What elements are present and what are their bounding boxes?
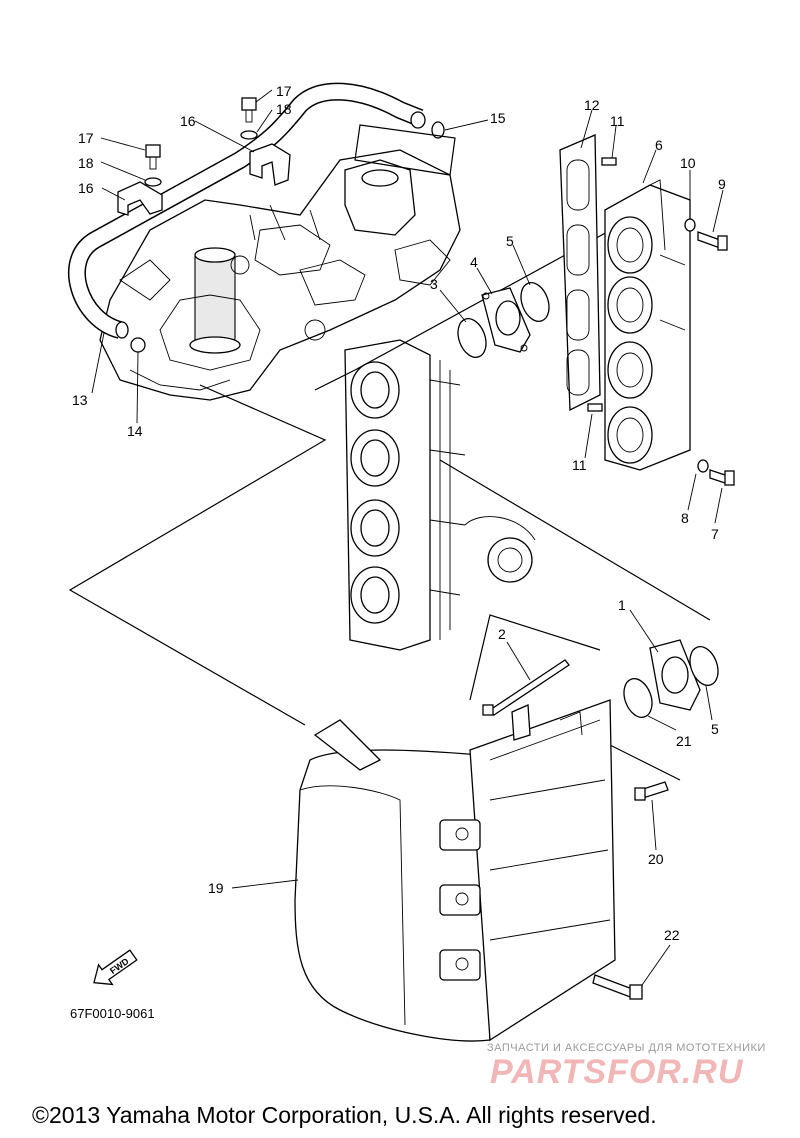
bolt-17-right bbox=[241, 97, 257, 123]
callout-5-bottom: 5 bbox=[711, 721, 719, 737]
o-ring-21 bbox=[623, 678, 653, 718]
intake-silencer-19 bbox=[294, 699, 616, 1042]
o-ring-5-top bbox=[520, 282, 550, 322]
callout-7: 7 bbox=[711, 526, 719, 542]
callout-11-bottom: 11 bbox=[572, 457, 587, 473]
carburetor-assembly bbox=[344, 339, 536, 651]
callout-2: 2 bbox=[498, 626, 506, 642]
callout-labels: 1 2 3 4 5 5 6 7 8 9 10 11 11 12 13 14 15… bbox=[72, 83, 726, 943]
dowel-pin-11-bottom bbox=[587, 403, 603, 412]
callout-22: 22 bbox=[664, 927, 680, 943]
callout-6: 6 bbox=[655, 137, 663, 153]
washer-18-left bbox=[144, 177, 162, 187]
watermark-logo: PARTSFOR.RU bbox=[490, 1053, 744, 1091]
flange-1 bbox=[649, 639, 701, 711]
callout-4: 4 bbox=[470, 254, 478, 270]
dowel-pin-11-top bbox=[601, 157, 617, 166]
hose-clamp-left bbox=[117, 181, 163, 216]
callout-18-top: 18 bbox=[276, 101, 292, 117]
callout-18-left: 18 bbox=[78, 155, 94, 171]
bolt-22 bbox=[592, 974, 643, 1000]
callout-14: 14 bbox=[127, 423, 143, 439]
callout-10: 10 bbox=[680, 155, 696, 171]
washer-18-right bbox=[240, 130, 258, 140]
washer-8 bbox=[697, 459, 709, 473]
hose-clip-15 bbox=[431, 121, 445, 139]
callout-9: 9 bbox=[718, 176, 726, 192]
fwd-arrow: FWD bbox=[93, 949, 138, 986]
o-ring-3 bbox=[457, 318, 487, 358]
callout-16-left: 16 bbox=[78, 180, 94, 196]
callout-19: 19 bbox=[208, 880, 224, 896]
flange-4 bbox=[481, 287, 531, 353]
breather-hose bbox=[68, 82, 426, 339]
leader-lines bbox=[91, 89, 724, 986]
bolt-7 bbox=[709, 469, 735, 486]
callout-13: 13 bbox=[72, 392, 88, 408]
hose-clip-14 bbox=[130, 337, 146, 353]
bolt-20 bbox=[634, 781, 669, 801]
callout-3: 3 bbox=[430, 276, 438, 292]
box-15 bbox=[354, 124, 456, 176]
gasket-12 bbox=[559, 134, 601, 412]
callout-15: 15 bbox=[490, 110, 506, 126]
hose-clamp-right bbox=[249, 143, 291, 186]
callout-17-left: 17 bbox=[78, 130, 94, 146]
part-code: 67F0010-9061 bbox=[70, 1006, 155, 1021]
o-ring-5-bottom bbox=[689, 646, 719, 686]
bolt-9 bbox=[697, 231, 728, 251]
callout-21: 21 bbox=[676, 733, 692, 749]
callout-5-top: 5 bbox=[506, 233, 514, 249]
callout-12: 12 bbox=[584, 97, 600, 113]
washer-10 bbox=[684, 218, 696, 232]
callout-8: 8 bbox=[681, 510, 689, 526]
intake-manifold-6 bbox=[604, 179, 691, 471]
stud-bolt-2 bbox=[482, 659, 570, 716]
callout-16-top: 16 bbox=[180, 113, 196, 129]
watermark-tagline: ЗАПЧАСТИ И АКСЕССУАРЫ ДЛЯ МОТОТЕХНИКИ bbox=[487, 1042, 766, 1054]
callout-1: 1 bbox=[618, 597, 626, 613]
callout-11-top: 11 bbox=[610, 113, 625, 129]
bolt-17-left bbox=[145, 144, 161, 170]
engine-block bbox=[99, 149, 461, 401]
callout-20: 20 bbox=[648, 851, 664, 867]
copyright-notice: ©2013 Yamaha Motor Corporation, U.S.A. A… bbox=[32, 1102, 657, 1128]
callout-17-top: 17 bbox=[276, 83, 292, 99]
